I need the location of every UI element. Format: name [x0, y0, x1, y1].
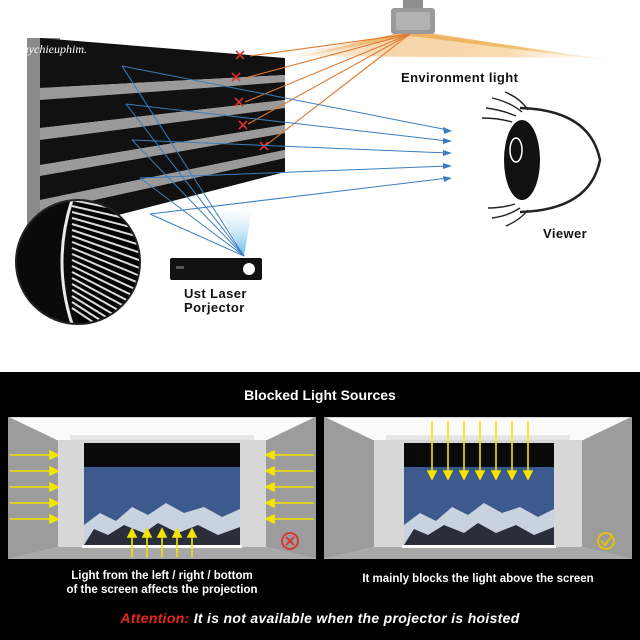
projection-rays [121, 65, 449, 257]
projector-label-line2: Porjector [184, 300, 245, 315]
viewer-label: Viewer [543, 226, 588, 241]
attention-text: It is not available when the projector i… [189, 610, 520, 626]
cross-icon [281, 532, 299, 550]
side-light-arrows-right [264, 449, 314, 525]
projector-icon [391, 0, 435, 34]
eye-icon [481, 91, 602, 227]
left-caption-line1: Light from the left / right / bottom [71, 570, 253, 582]
light-rejection-diagram: maychieuphim. Environment light Viewer U… [14, 0, 620, 325]
left-caption-line2: of the screen affects the projection [66, 584, 258, 596]
laser-projector-icon [170, 258, 262, 280]
section-title: Blocked Light Sources [244, 387, 396, 403]
bottom-light-arrows [126, 527, 198, 557]
blocked-ambient-marks [231, 50, 269, 151]
right-caption: It mainly blocks the light above the scr… [362, 573, 594, 585]
environment-light-label: Environment light [401, 70, 519, 85]
environment-light-rays [244, 33, 411, 147]
projector-beam-glow [218, 210, 252, 256]
attention-note: Attention: It is not available when the … [0, 610, 640, 626]
diagram-canvas [15, 0, 620, 325]
top-light-arrows [426, 421, 534, 481]
attention-label: Attention: [120, 610, 190, 626]
room-left-illustration [8, 417, 316, 559]
check-icon [597, 532, 615, 550]
magnified-screen-detail [15, 199, 141, 325]
side-light-arrows-left [10, 449, 60, 525]
blocked-light-sources-panel: Blocked Light Sources [0, 372, 640, 640]
room-right-illustration [324, 417, 632, 559]
ray-arrowheads [443, 127, 452, 182]
watermark: maychieuphim. [14, 42, 87, 56]
projector-label-line1: Ust Laser [184, 286, 247, 301]
